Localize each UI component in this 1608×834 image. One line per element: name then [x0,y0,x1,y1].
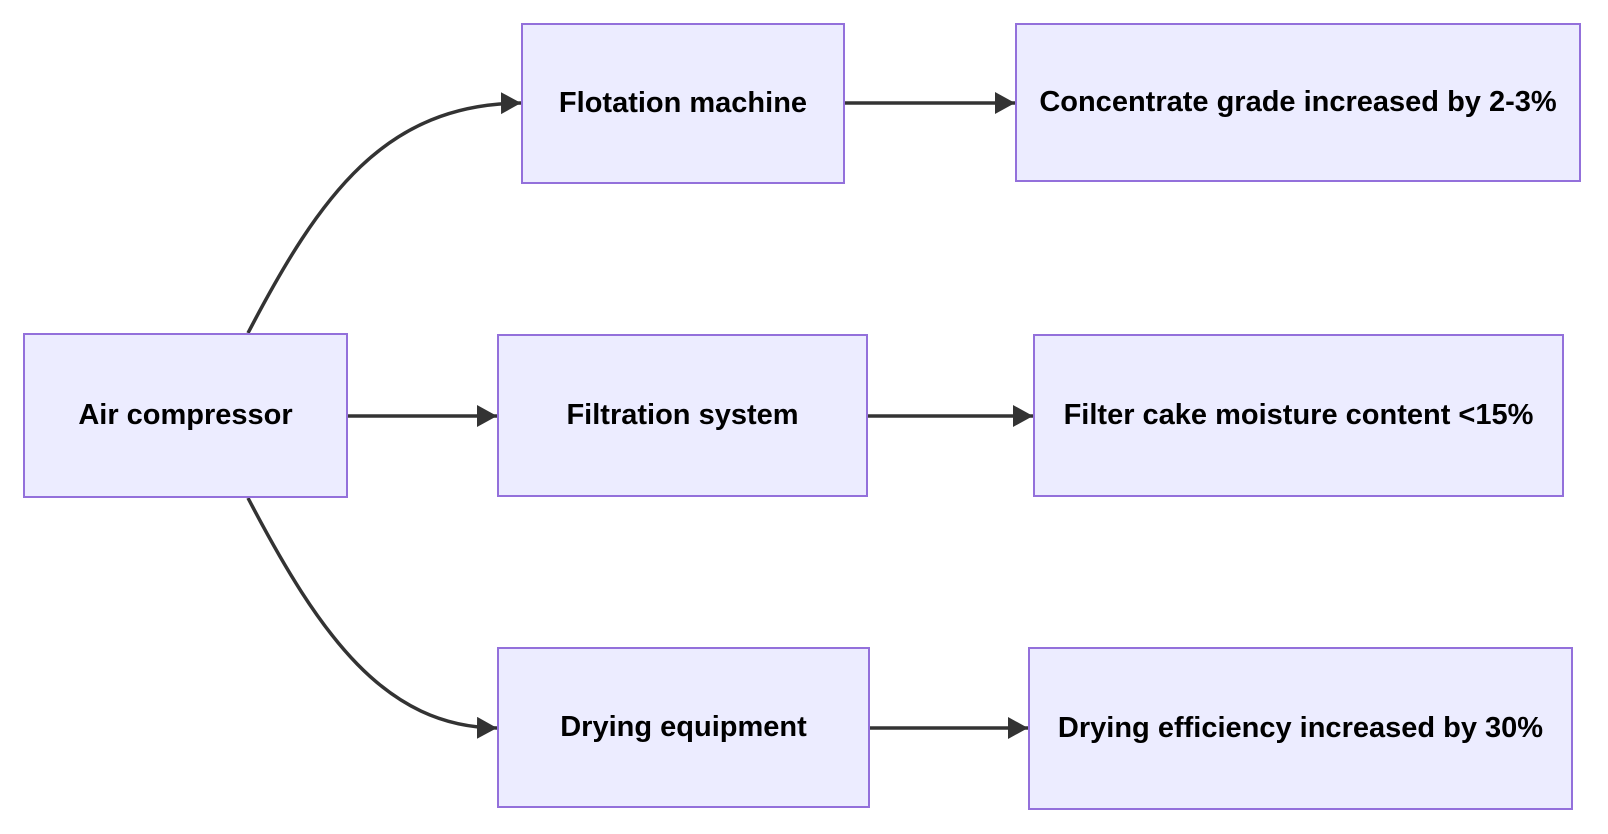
node-label: Filter cake moisture content <15% [1063,399,1534,432]
edge-air-compressor-to-drying-equipment [246,497,498,739]
node-label: Filtration system [566,399,799,432]
node-air-compressor: Air compressor [23,333,348,498]
node-filtration-system: Filtration system [497,334,868,497]
edge-air-compressor-to-flotation-machine [246,92,522,334]
node-label: Concentrate grade increased by 2-3% [1039,86,1557,119]
node-label: Drying equipment [560,711,807,744]
node-label: Air compressor [78,399,293,432]
node-flotation-machine: Flotation machine [521,23,845,184]
node-label: Drying efficiency increased by 30% [1057,712,1544,745]
node-drying-equipment: Drying equipment [497,647,870,808]
node-filter-cake-result: Filter cake moisture content <15% [1033,334,1564,497]
node-concentrate-grade-result: Concentrate grade increased by 2-3% [1015,23,1581,182]
node-drying-efficiency-result: Drying efficiency increased by 30% [1028,647,1573,810]
node-label: Flotation machine [558,87,808,120]
